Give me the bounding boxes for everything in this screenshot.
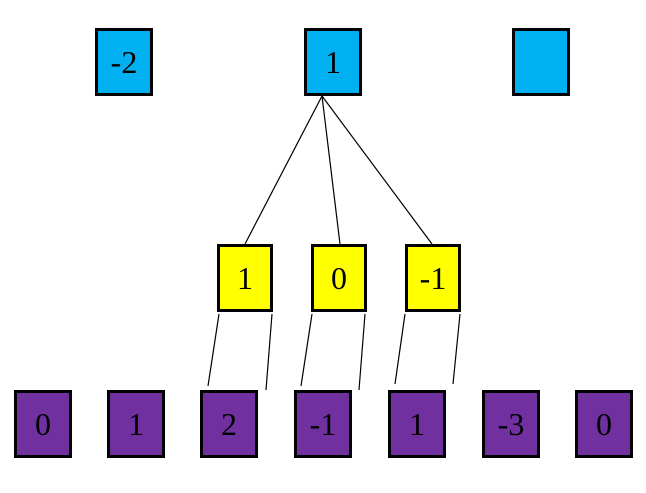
bottom-cell-7-label: 0 [596, 406, 612, 442]
top-cell-2-label: 1 [325, 44, 341, 80]
middle-cell-1-label: 1 [237, 260, 253, 296]
edge-middle-3-left [394, 313, 406, 385]
bottom-cell-3: 2 [200, 390, 258, 458]
top-cell-3 [512, 28, 570, 96]
bottom-cell-6-label: -3 [497, 406, 525, 442]
bottom-cell-2: 1 [107, 390, 165, 458]
middle-cell-2: 0 [311, 244, 367, 312]
middle-cell-2-label: 0 [331, 260, 347, 296]
bottom-cell-7: 0 [575, 390, 633, 458]
bottom-cell-1-label: 0 [35, 406, 51, 442]
edge-top-to-middle-3 [321, 95, 433, 245]
edge-middle-2-left [300, 313, 313, 387]
edge-middle-1-left [207, 313, 220, 387]
middle-cell-1: 1 [217, 244, 273, 312]
edge-middle-3-right [452, 313, 461, 385]
middle-cell-3: -1 [405, 244, 461, 312]
top-cell-1: -2 [95, 28, 153, 96]
top-cell-1-label: -2 [110, 44, 138, 80]
edge-middle-1-right [265, 313, 273, 391]
top-cell-2: 1 [304, 28, 362, 96]
bottom-cell-6: -3 [482, 390, 540, 458]
bottom-cell-5-label: 1 [409, 406, 425, 442]
middle-cell-3-label: -1 [419, 260, 447, 296]
edge-top-to-middle-2 [321, 95, 341, 245]
bottom-cell-3-label: 2 [221, 406, 237, 442]
edge-top-to-middle-1 [244, 95, 323, 245]
bottom-cell-5: 1 [388, 390, 446, 458]
bottom-cell-2-label: 1 [128, 406, 144, 442]
edge-middle-2-right [358, 313, 366, 391]
bottom-cell-4-label: -1 [309, 406, 337, 442]
bottom-cell-4: -1 [294, 390, 352, 458]
bottom-cell-1: 0 [14, 390, 72, 458]
